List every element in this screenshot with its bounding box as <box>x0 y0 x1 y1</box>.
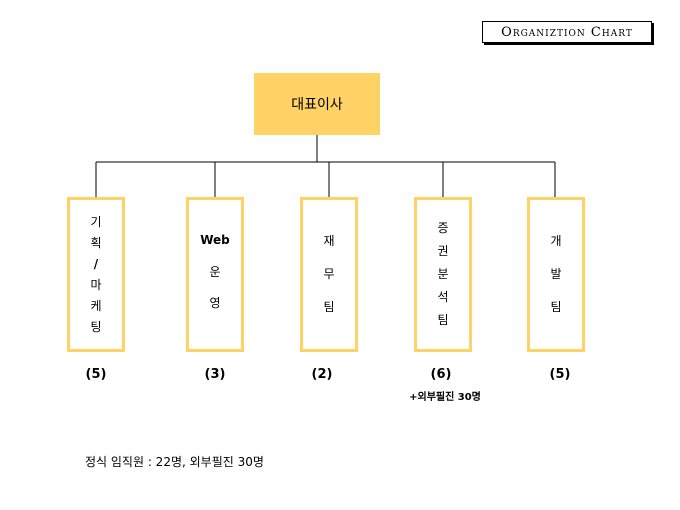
dept-count: (6) <box>430 367 452 382</box>
dept-label-char: 팀 <box>437 313 449 327</box>
dept-count: (5) <box>549 367 571 382</box>
dept-label-char: 운 <box>209 265 221 279</box>
dept-label-char: 권 <box>437 244 449 258</box>
dept-label-char: 마 <box>90 277 102 292</box>
chart-title: Organiztion Chart <box>482 21 652 43</box>
dept-box-development: 개 발 팀 <box>527 197 585 352</box>
dept-label-char: 케 <box>90 298 102 313</box>
dept-box-securities-analysis: 증 권 분 석 팀 <box>414 197 472 352</box>
dept-label-char: 팅 <box>90 319 102 334</box>
dept-label-char: 증 <box>437 221 449 235</box>
dept-label-char: 재 <box>323 234 335 248</box>
dept-label-char: 기 <box>90 214 102 229</box>
dept-label-char: / <box>93 256 99 271</box>
dept-label-char: 획 <box>90 235 102 250</box>
dept-label-char: Web <box>200 233 230 247</box>
dept-count: (2) <box>311 367 333 382</box>
staff-summary-note: 정식 임직원 : 22명, 외부필진 30명 <box>85 455 264 469</box>
dept-count: (5) <box>85 367 107 382</box>
dept-label-char: 개 <box>550 234 562 248</box>
dept-count: (3) <box>204 367 226 382</box>
dept-label-char: 무 <box>323 267 335 281</box>
dept-box-planning-marketing: 기 획 / 마 케 팅 <box>67 197 125 352</box>
external-writers-note: +외부필진 30명 <box>409 392 481 403</box>
dept-label-char: 팀 <box>323 300 335 314</box>
dept-box-finance: 재 무 팀 <box>300 197 358 352</box>
dept-label-char: 분 <box>437 267 449 281</box>
dept-label-char: 발 <box>550 267 562 281</box>
ceo-label: 대표이사 <box>291 97 343 113</box>
dept-label-char: 석 <box>437 290 449 304</box>
ceo-box: 대표이사 <box>254 73 380 135</box>
dept-label-char: 팀 <box>550 300 562 314</box>
dept-box-web: Web 운 영 <box>186 197 244 352</box>
dept-label-char: 영 <box>209 296 221 310</box>
